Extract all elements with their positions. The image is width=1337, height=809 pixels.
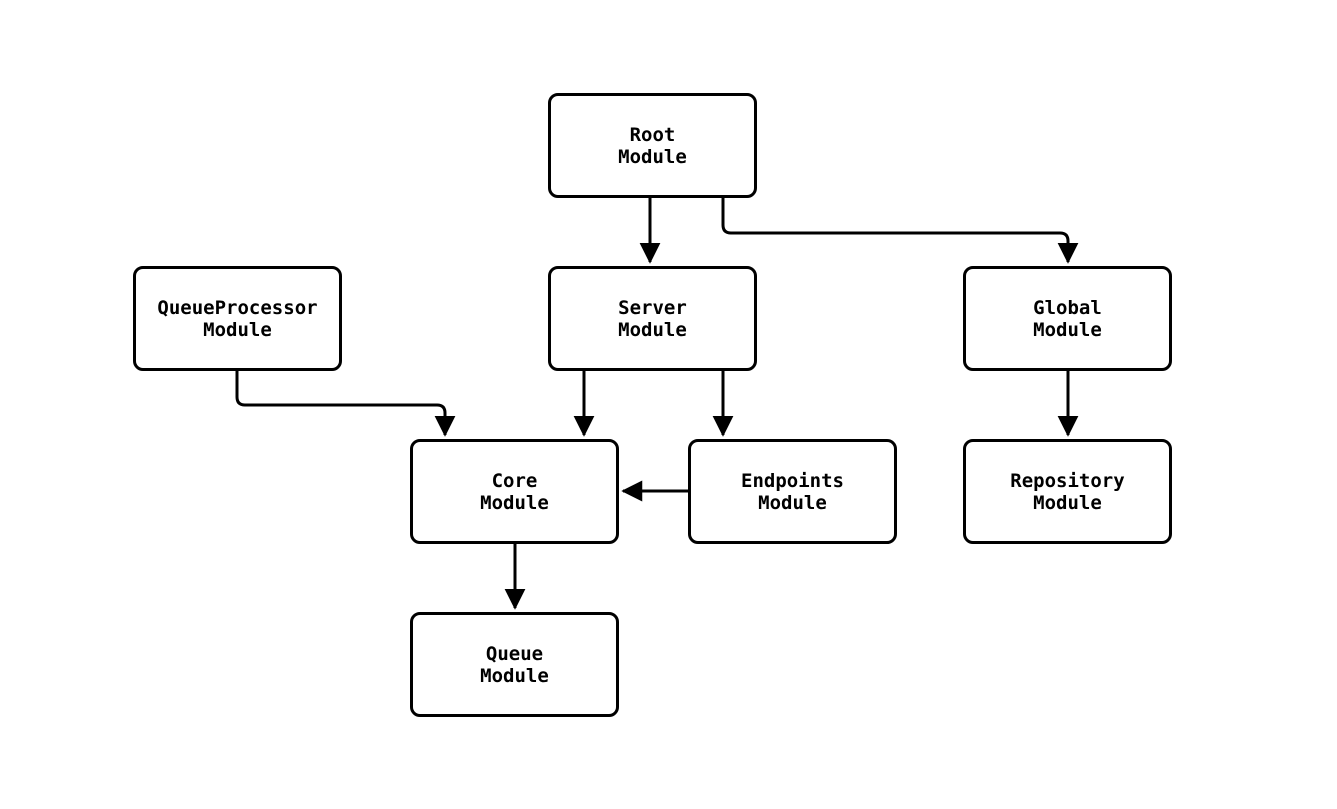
node-server-label-line1: Server [618, 296, 687, 319]
node-server-label-line2: Module [618, 318, 687, 341]
node-repository-module: Repository Module [963, 439, 1172, 544]
node-queueprocessor-label-line2: Module [203, 318, 272, 341]
node-core-label-line2: Module [480, 491, 549, 514]
node-server-module: Server Module [548, 266, 757, 371]
edge-queueprocessor-to-core [235, 370, 456, 437]
node-global-label-line2: Module [1033, 318, 1102, 341]
edge-root-to-global [721, 198, 1079, 264]
node-queue-module: Queue Module [410, 612, 619, 717]
node-queueprocessor-label-line1: QueueProcessor [157, 296, 318, 319]
node-queue-label-line1: Queue [485, 642, 544, 665]
node-core-label-line1: Core [491, 469, 538, 492]
node-repository-label-line1: Repository [1010, 469, 1125, 492]
node-endpoints-label-line1: Endpoints [741, 469, 844, 492]
node-root-module: Root Module [548, 93, 757, 198]
node-root-label-line2: Module [618, 145, 687, 168]
node-global-module: Global Module [963, 266, 1172, 371]
node-endpoints-module: Endpoints Module [688, 439, 897, 544]
node-core-module: Core Module [410, 439, 619, 544]
node-endpoints-label-line2: Module [758, 491, 827, 514]
node-queueprocessor-module: QueueProcessor Module [133, 266, 342, 371]
node-queue-label-line2: Module [480, 664, 549, 687]
node-root-label-line1: Root [629, 123, 676, 146]
node-global-label-line1: Global [1033, 296, 1102, 319]
node-repository-label-line2: Module [1033, 491, 1102, 514]
